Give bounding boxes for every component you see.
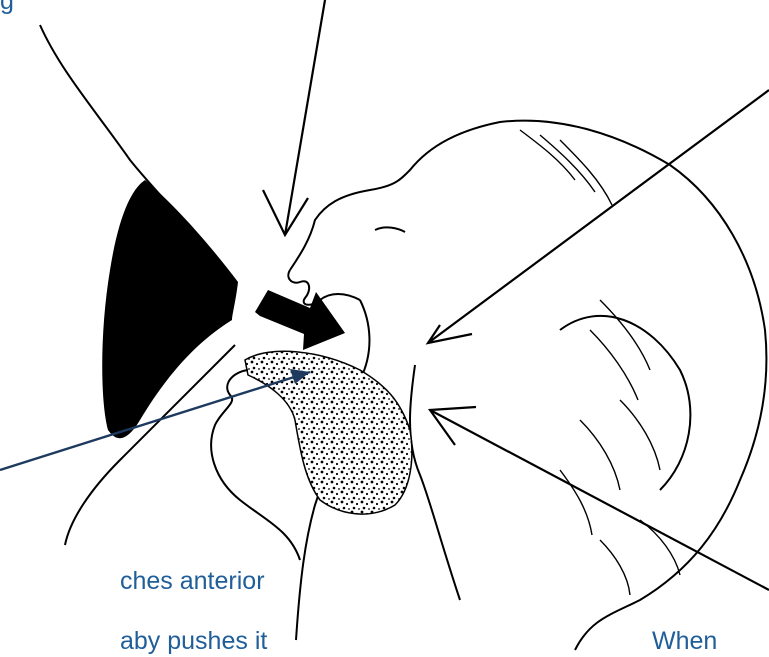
baby-tongue xyxy=(245,351,412,514)
arrow-lips xyxy=(285,0,325,235)
arrow-throat xyxy=(430,410,769,590)
suction-arrow xyxy=(255,290,345,350)
baby-throat xyxy=(410,365,460,600)
baby-hair xyxy=(520,130,680,595)
caption-top-left: g xyxy=(0,0,14,16)
baby-eye xyxy=(375,227,405,232)
baby-ear xyxy=(560,316,690,490)
baby-upper-lip xyxy=(288,270,360,305)
caption-bottom-left-line1: ches anterior xyxy=(120,566,265,596)
areola xyxy=(102,180,238,438)
